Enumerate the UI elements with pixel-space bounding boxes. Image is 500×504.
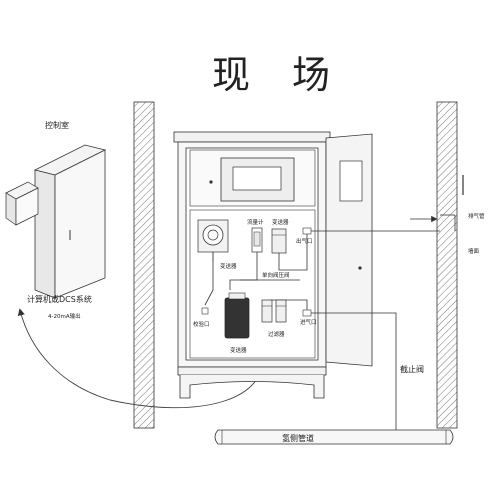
gas-sensor-icon	[197, 219, 229, 262]
filter-top-icon	[271, 228, 287, 254]
inlet-port	[302, 309, 312, 317]
inlet-label: 进气口	[300, 318, 317, 326]
external-pipes	[311, 214, 456, 430]
filter-top-label: 变送器	[272, 218, 289, 226]
control-room-label: 控制室	[45, 120, 69, 130]
filter-lower-icon	[261, 299, 287, 323]
hydrogen-pipe	[214, 429, 454, 445]
left-wall	[133, 101, 155, 429]
filter-lower-label: 过滤器	[268, 330, 285, 338]
dcs-system-label: 计算机或DCS系统	[27, 294, 92, 304]
transmitter-label-top: 变送器	[220, 262, 237, 270]
control-room-cabinet-icon	[5, 144, 107, 299]
outlet-label-top: 出气口	[296, 237, 313, 245]
flow-meter-label: 流量计	[247, 218, 264, 226]
wall-label: 墙面	[468, 247, 480, 255]
transmitter-lower-icon	[224, 292, 250, 339]
signal-output-label: 4-20mA输出	[48, 312, 81, 320]
outlet-port-top	[302, 227, 312, 235]
shutoff-valve-label: 截止阀	[400, 364, 424, 374]
calibration-port-label: 校验口	[193, 320, 210, 328]
signal-cable-curve	[17, 308, 264, 409]
right-wall	[436, 101, 458, 429]
transmitter-label-lower: 变送器	[230, 346, 247, 354]
calibration-port	[201, 307, 209, 315]
hydrogen-pipe-label: 氢侧管道	[282, 433, 314, 443]
check-valve-label: 单向阀压阀	[262, 271, 290, 279]
flow-meter-icon	[251, 227, 263, 253]
title-left-char: 现	[212, 53, 252, 97]
title-right-char: 场	[292, 53, 332, 97]
exhaust-pipe-label: 排气管	[468, 212, 485, 220]
analyzer-cabinet	[173, 131, 373, 399]
